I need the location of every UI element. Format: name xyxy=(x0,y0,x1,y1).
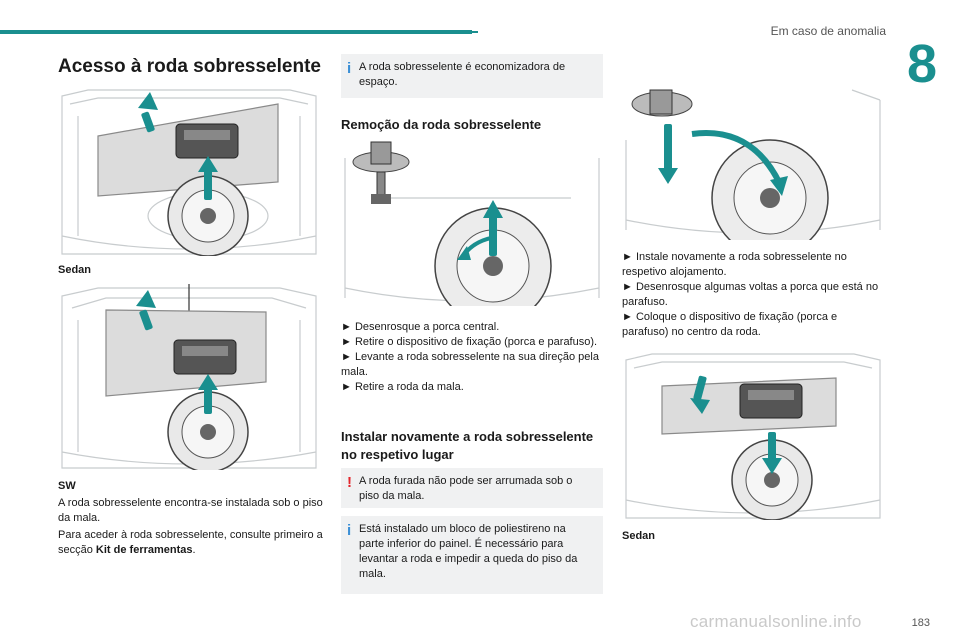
removal-step-4: ► Retire a roda da mala. xyxy=(341,381,464,393)
watermark-text: carmanualsonline.info xyxy=(690,612,862,631)
info-note-polystyrene-text: Está instalado um bloco de poliestireno … xyxy=(359,523,578,580)
chapter-number: 8 xyxy=(906,34,938,94)
reinstall-step-1: ► Instale novamente a roda sobresselente… xyxy=(622,251,847,278)
removal-steps-list: ► Desenrosque a porca central. ► Retire … xyxy=(341,320,605,395)
caption-sedan-right: Sedan xyxy=(622,530,656,542)
sw-trunk-illustration xyxy=(61,284,317,470)
access-instruction-text: Para aceder à roda sobresselente, consul… xyxy=(58,528,324,558)
warning-note-text: A roda furada não pode ser arrumada sob … xyxy=(359,475,573,502)
spare-wheel-location-text: A roda sobresselente encontra-se instala… xyxy=(58,497,323,524)
removal-illustration xyxy=(344,141,600,306)
header-accent-bar xyxy=(0,30,472,34)
page-number: 183 xyxy=(911,617,930,629)
reinstall-illustration xyxy=(625,89,881,240)
section-title: Em caso de anomalia xyxy=(770,24,886,38)
sedan-trunk-illustration xyxy=(61,89,317,256)
caption-sw: SW xyxy=(58,480,76,492)
page-title: Acesso à roda sobresselente xyxy=(58,56,321,77)
reinstall-steps-list: ► Instale novamente a roda sobresselente… xyxy=(622,250,884,340)
info-icon: i xyxy=(347,60,352,77)
removal-step-3: ► Levante a roda sobresselente na sua di… xyxy=(341,351,599,378)
removal-step-1: ► Desenrosque a porca central. xyxy=(341,321,500,333)
header-accent-bar-end xyxy=(472,31,478,33)
removal-step-2: ► Retire o dispositivo de fixação (porca… xyxy=(341,336,598,348)
access-instruction-text-part2: . xyxy=(192,544,196,556)
heading-removal: Remoção da roda sobresselente xyxy=(341,117,542,132)
info-icon: i xyxy=(347,522,352,539)
heading-reinstall: Instalar novamente a roda sobresselente … xyxy=(341,429,594,462)
caption-sedan-left: Sedan xyxy=(58,264,92,276)
reinstall-step-3: ► Coloque o dispositivo de fixação (porc… xyxy=(622,311,838,338)
reinstall-sedan-illustration xyxy=(625,353,881,520)
access-instruction-text-part1: Para aceder à roda sobresselente, consul… xyxy=(58,529,323,556)
tool-kit-link-text: Kit de ferramentas xyxy=(95,544,193,556)
info-note-space-saver: i A roda sobresselente é economizadora d… xyxy=(341,54,603,98)
info-note-text: A roda sobresselente é economizadora de … xyxy=(359,61,566,88)
warning-note-punctured-wheel: ! A roda furada não pode ser arrumada so… xyxy=(341,468,603,508)
info-note-polystyrene: i Está instalado um bloco de poliestiren… xyxy=(341,516,603,594)
warning-icon: ! xyxy=(347,474,352,491)
reinstall-step-2: ► Desenrosque algumas voltas a porca que… xyxy=(622,281,879,308)
